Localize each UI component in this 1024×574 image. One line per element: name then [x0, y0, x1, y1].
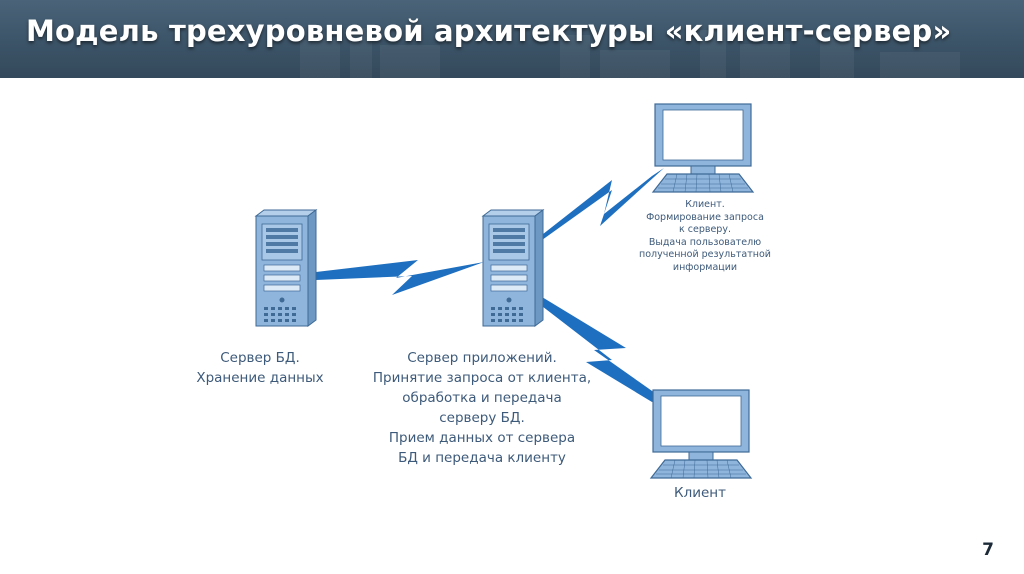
app-server-icon — [482, 209, 544, 327]
client-top-label-line: Выдача пользователю — [648, 236, 762, 248]
lightning-link-db-app — [316, 260, 484, 295]
slide-header: Модель трехуровневой архитектуры «клиент… — [0, 0, 1024, 78]
db-server-label-line: Сервер БД. — [220, 350, 300, 366]
city-background-image — [300, 28, 960, 78]
client-top-label-line: Клиент. — [685, 199, 725, 210]
client-top-computer-icon — [652, 103, 754, 193]
db-server-label: Сервер БД. Хранение данных — [170, 348, 350, 388]
app-server-label-line: БД и передача клиенту — [398, 450, 566, 466]
client-top-label-line: полученной результатной — [639, 249, 771, 260]
client-bottom-label-line: Клиент — [674, 485, 726, 501]
lightning-link-app-client-bottom — [538, 297, 662, 402]
db-server-label-line: Хранение данных — [196, 370, 324, 386]
app-server-label: Сервер приложений. Принятие запроса от к… — [362, 348, 602, 468]
client-bottom-label: Клиент — [640, 484, 760, 502]
client-top-label-line: Формирование запроса — [646, 211, 764, 223]
page-number: 7 — [982, 540, 994, 560]
lightning-link-app-client-top — [538, 168, 664, 240]
app-server-label-line: обработка и передача — [402, 390, 562, 406]
app-server-label-line: Сервер приложений. — [407, 350, 557, 366]
app-server-label-line: серверу БД. — [439, 410, 525, 426]
architecture-diagram — [255, 103, 754, 479]
slide-title: Модель трехуровневой архитектуры «клиент… — [26, 14, 952, 48]
client-top-label: Клиент. Формирование запроса к серверу. … — [625, 199, 785, 274]
app-server-label-line: Прием данных от сервера — [388, 430, 576, 446]
client-bottom-computer-icon — [650, 389, 752, 479]
app-server-label-line: Принятие запроса от клиента, — [372, 370, 592, 386]
client-top-label-line: к серверу. — [679, 224, 731, 235]
client-top-label-line: информации — [672, 261, 738, 273]
db-server-icon — [255, 209, 317, 327]
